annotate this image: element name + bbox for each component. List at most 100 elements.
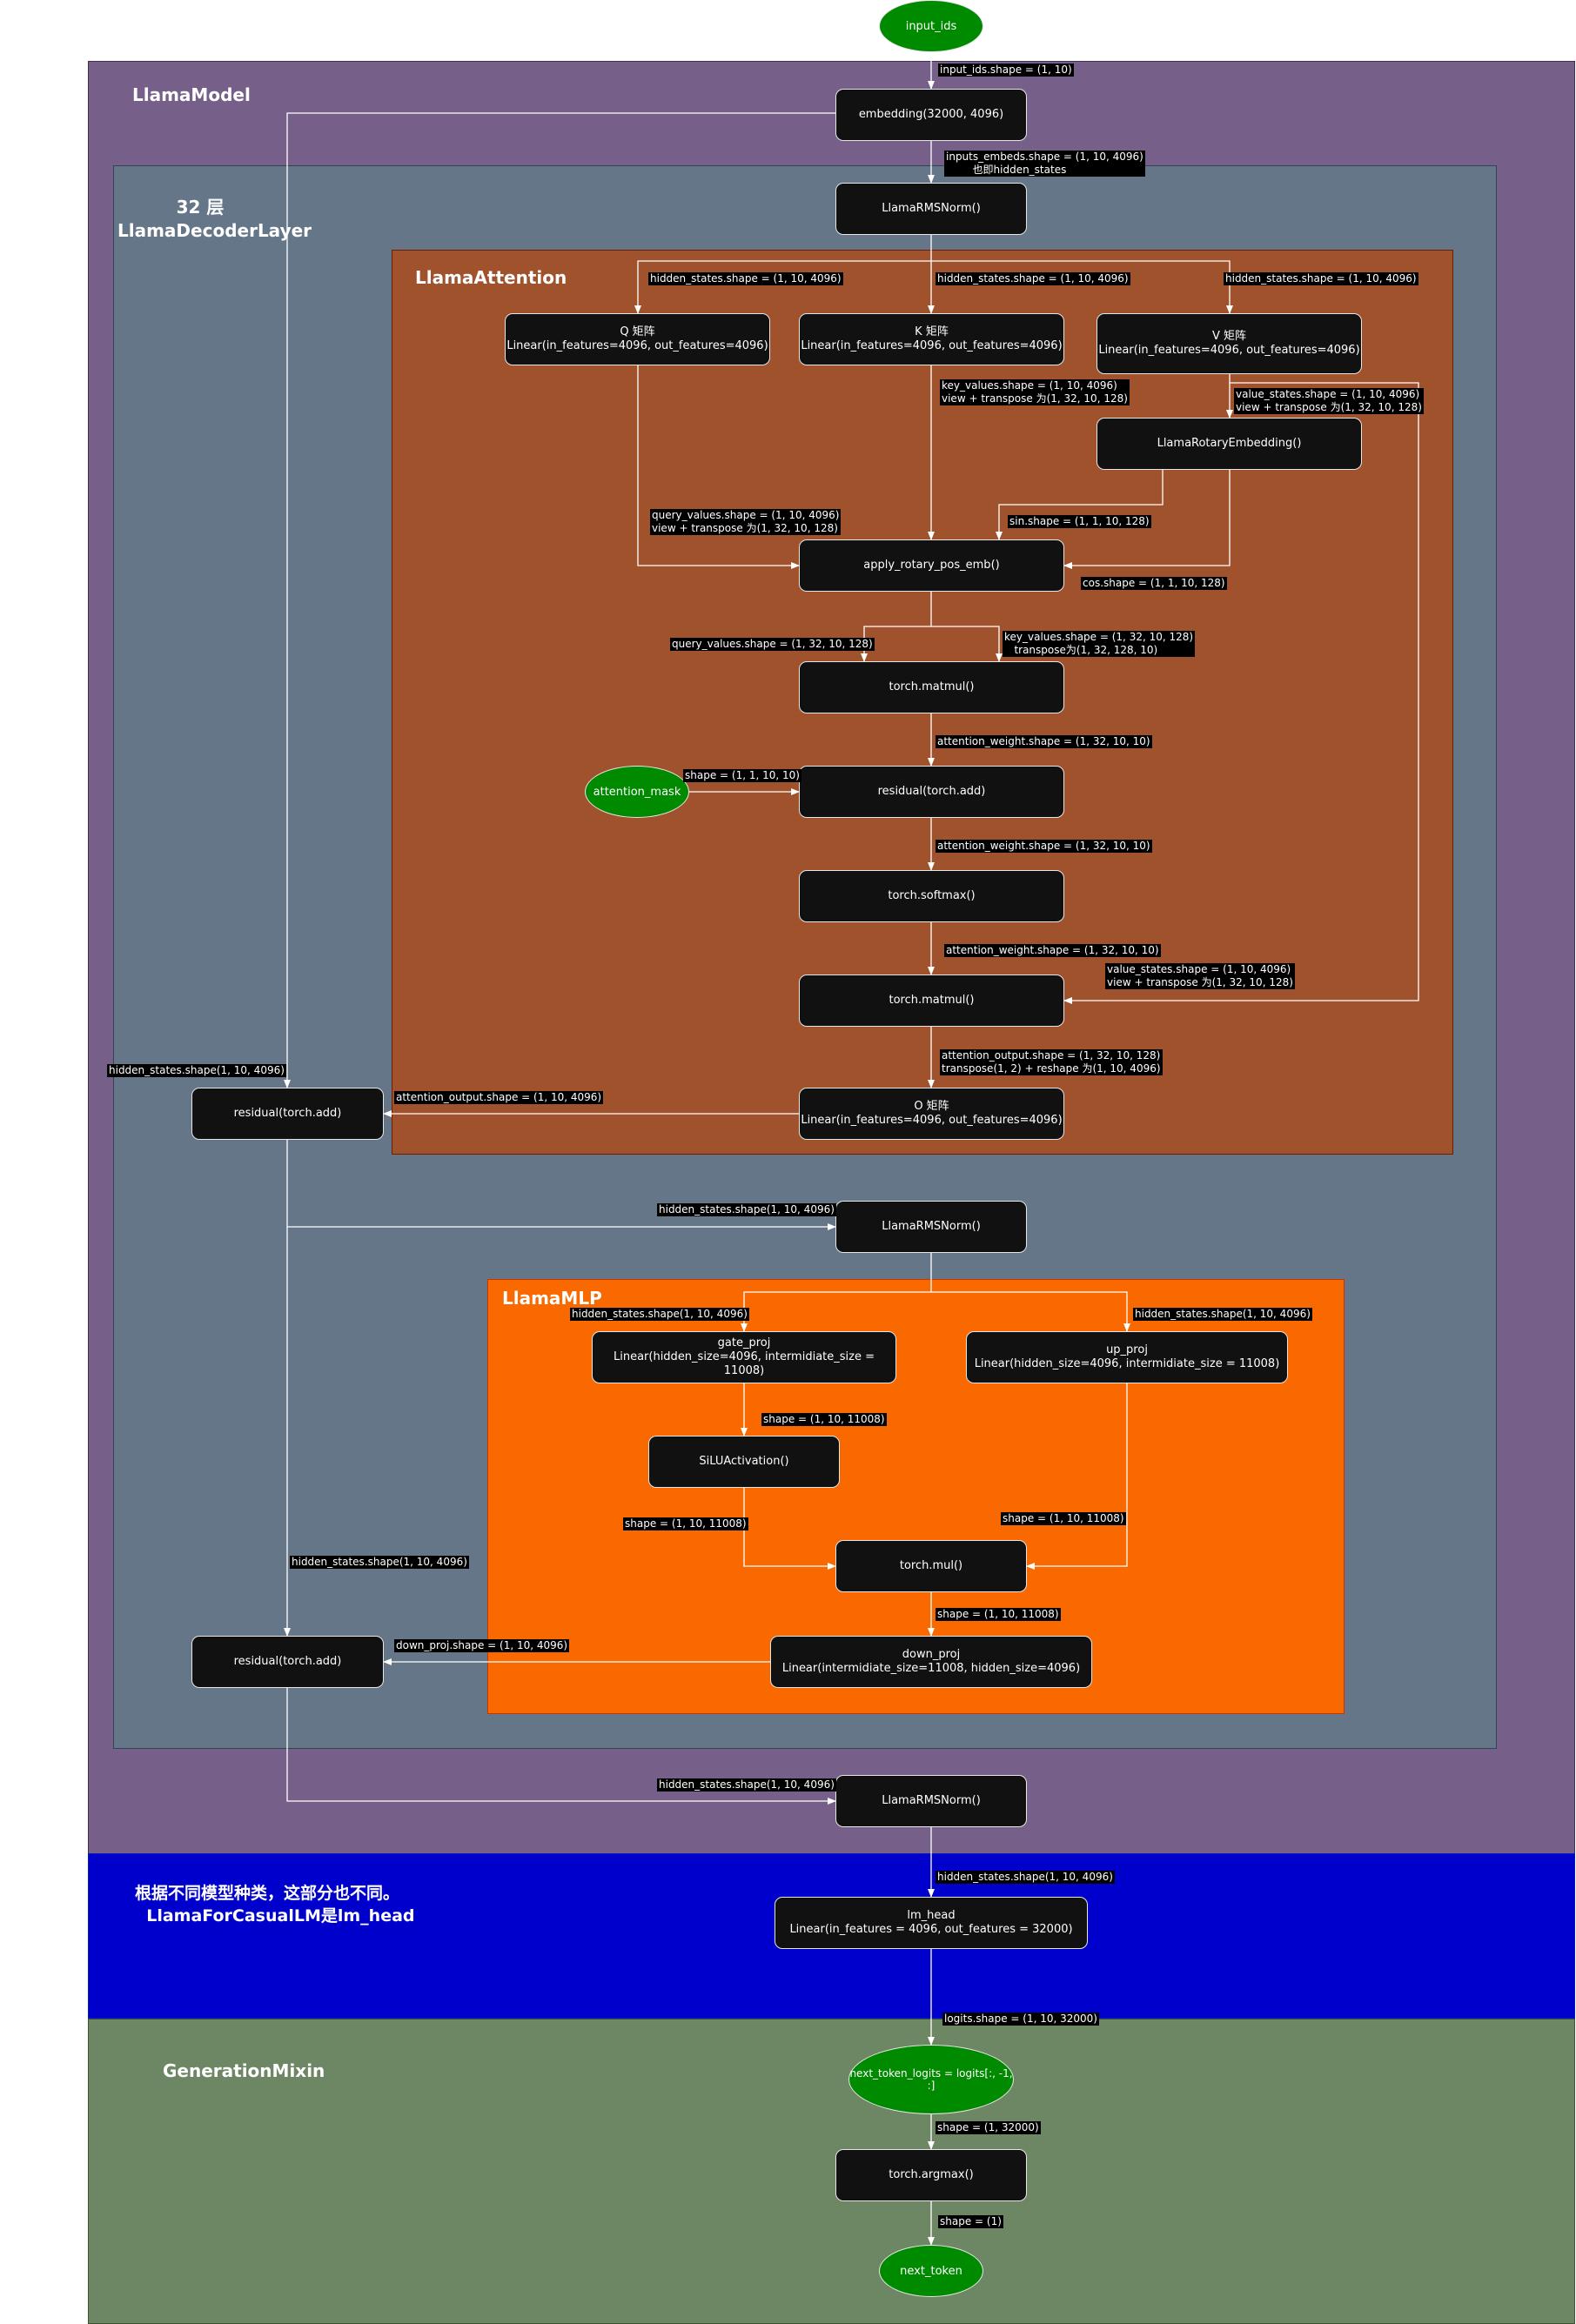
v-proj-title: V 矩阵 <box>1211 330 1247 343</box>
label-cos: cos.shape = (1, 1, 10, 128) <box>1081 577 1227 590</box>
o-proj-title: O 矩阵 <box>914 1100 949 1113</box>
argmax-label: torch.argmax() <box>889 2168 974 2181</box>
residual-node-1: residual(torch.add) <box>191 1088 384 1140</box>
label-hs-residual-2: hidden_states.shape(1, 10, 4096) <box>290 1556 469 1569</box>
attn-residual-add-label: residual(torch.add) <box>877 785 986 798</box>
label-attn-weight-2: attention_weight.shape = (1, 32, 10, 10) <box>936 840 1152 853</box>
generation-title: GenerationMixin <box>163 2060 325 2081</box>
apply-rotary-label: apply_rotary_pos_emb() <box>863 559 1000 572</box>
gate-proj-sub: Linear(hidden_size=4096, intermidiate_si… <box>613 1350 875 1377</box>
attn-residual-add-node: residual(torch.add) <box>799 766 1064 818</box>
softmax-label: torch.softmax() <box>888 889 976 902</box>
label-hs-gate: hidden_states.shape(1, 10, 4096) <box>570 1308 749 1321</box>
label-value-states-2: value_states.shape = (1, 10, 4096) view … <box>1105 963 1295 989</box>
label-attn-weight-3: attention_weight.shape = (1, 32, 10, 10) <box>944 944 1161 957</box>
label-attn-weight-1: attention_weight.shape = (1, 32, 10, 10) <box>936 735 1152 748</box>
embedding-label: embedding(32000, 4096) <box>858 108 1004 121</box>
o-proj-sub: Linear(in_features=4096, out_features=40… <box>801 1114 1063 1127</box>
rmsnorm-label-3: LlamaRMSNorm() <box>882 1794 981 1807</box>
residual-node-2: residual(torch.add) <box>191 1636 384 1688</box>
label-hs-lm-head: hidden_states.shape(1, 10, 4096) <box>936 1871 1115 1884</box>
rmsnorm-node-3: LlamaRMSNorm() <box>835 1775 1027 1827</box>
label-key-values-2: key_values.shape = (1, 32, 10, 128) tran… <box>1003 631 1196 657</box>
label-shape-silu-mul: shape = (1, 10, 11008) <box>623 1517 748 1530</box>
label-hs-q: hidden_states.shape = (1, 10, 4096) <box>648 272 843 285</box>
residual-label-2: residual(torch.add) <box>233 1655 342 1668</box>
label-sin: sin.shape = (1, 1, 10, 128) <box>1008 515 1151 528</box>
rmsnorm-label-1: LlamaRMSNorm() <box>882 202 981 215</box>
label-attn-output: attention_output.shape = (1, 32, 10, 128… <box>940 1049 1163 1075</box>
k-proj-title: K 矩阵 <box>915 325 949 338</box>
label-shape-mul-down: shape = (1, 10, 11008) <box>936 1608 1061 1621</box>
label-hs-rmsnorm-3: hidden_states.shape(1, 10, 4096) <box>657 1778 836 1792</box>
silu-node: SiLUActivation() <box>648 1436 840 1488</box>
argmax-node: torch.argmax() <box>835 2149 1027 2201</box>
k-proj-sub: Linear(in_features=4096, out_features=40… <box>801 339 1063 352</box>
label-value-states: value_states.shape = (1, 10, 4096) view … <box>1234 388 1424 414</box>
residual-label-1: residual(torch.add) <box>233 1107 342 1120</box>
label-key-values: key_values.shape = (1, 10, 4096) view + … <box>940 379 1130 405</box>
label-hs-k: hidden_states.shape = (1, 10, 4096) <box>936 272 1130 285</box>
softmax-node: torch.softmax() <box>799 870 1064 922</box>
llama-model-title: LlamaModel <box>132 84 251 105</box>
label-shape-argmax: shape = (1) <box>938 2215 1003 2228</box>
mul-node: torch.mul() <box>835 1540 1027 1592</box>
v-proj-sub: Linear(in_features=4096, out_features=40… <box>1098 344 1360 357</box>
lm-head-sub: Linear(in_features = 4096, out_features … <box>789 1923 1073 1936</box>
gate-proj-title: gate_proj <box>717 1336 771 1350</box>
rotary-embedding-node: LlamaRotaryEmbedding() <box>1096 418 1362 470</box>
label-hs-up: hidden_states.shape(1, 10, 4096) <box>1133 1308 1312 1321</box>
label-hs-rmsnorm-2: hidden_states.shape(1, 10, 4096) <box>657 1203 836 1216</box>
label-shape-up-mul: shape = (1, 10, 11008) <box>1001 1512 1126 1525</box>
silu-label: SiLUActivation() <box>699 1455 789 1468</box>
q-proj-title: Q 矩阵 <box>620 325 655 338</box>
generation-region <box>88 2019 1575 2324</box>
label-down-proj-shape: down_proj.shape = (1, 10, 4096) <box>394 1639 570 1652</box>
rmsnorm-node-1: LlamaRMSNorm() <box>835 183 1027 235</box>
up-proj-sub: Linear(hidden_size=4096, intermidiate_si… <box>974 1357 1280 1370</box>
apply-rotary-node: apply_rotary_pos_emb() <box>799 539 1064 592</box>
head-note-title: 根据不同模型种类，这部分也不同。 LlamaForCasualLM是lm_hea… <box>135 1884 415 1926</box>
matmul-label-1: torch.matmul() <box>889 680 975 693</box>
label-query-values-2: query_values.shape = (1, 32, 10, 128) <box>670 638 875 651</box>
embedding-node: embedding(32000, 4096) <box>835 89 1027 141</box>
rmsnorm-node-2: LlamaRMSNorm() <box>835 1201 1027 1253</box>
label-hs-residual-1: hidden_states.shape(1, 10, 4096) <box>107 1064 286 1077</box>
label-inputs-embeds: inputs_embeds.shape = (1, 10, 4096) 也即hi… <box>944 151 1145 177</box>
label-logits: logits.shape = (1, 10, 32000) <box>942 2013 1099 2026</box>
label-shape-gate-silu: shape = (1, 10, 11008) <box>761 1413 887 1426</box>
next-token-node: next_token <box>879 2245 983 2297</box>
decoder-layer-title: 32 层 LlamaDecoderLayer <box>117 197 312 241</box>
up-proj-title: up_proj <box>1106 1343 1148 1356</box>
down-proj-sub: Linear(intermidiate_size=11008, hidden_s… <box>781 1662 1081 1675</box>
next-token-logits-node: next_token_logits = logits[:, -1, :] <box>848 2045 1014 2114</box>
rotary-embedding-label: LlamaRotaryEmbedding() <box>1157 437 1302 450</box>
attention-title: LlamaAttention <box>415 267 567 288</box>
rmsnorm-label-2: LlamaRMSNorm() <box>882 1220 981 1233</box>
attention-mask-node: attention_mask <box>585 766 689 818</box>
mul-label: torch.mul() <box>899 1559 963 1572</box>
label-attn-output-2: attention_output.shape = (1, 10, 4096) <box>394 1091 604 1104</box>
mlp-title: LlamaMLP <box>502 1288 602 1309</box>
label-query-values: query_values.shape = (1, 10, 4096) view … <box>650 509 842 535</box>
label-mask-shape: shape = (1, 1, 10, 10) <box>683 769 801 782</box>
down-proj-title: down_proj <box>902 1648 961 1661</box>
label-input-ids-shape: input_ids.shape = (1, 10) <box>938 64 1074 77</box>
label-shape-next-logits: shape = (1, 32000) <box>936 2121 1041 2134</box>
matmul-label-2: torch.matmul() <box>889 994 975 1007</box>
input-ids-node: input_ids <box>879 0 983 52</box>
matmul-node-1: torch.matmul() <box>799 661 1064 713</box>
lm-head-title: lm_head <box>907 1909 956 1922</box>
matmul-node-2: torch.matmul() <box>799 974 1064 1027</box>
label-hs-v: hidden_states.shape = (1, 10, 4096) <box>1224 272 1418 285</box>
